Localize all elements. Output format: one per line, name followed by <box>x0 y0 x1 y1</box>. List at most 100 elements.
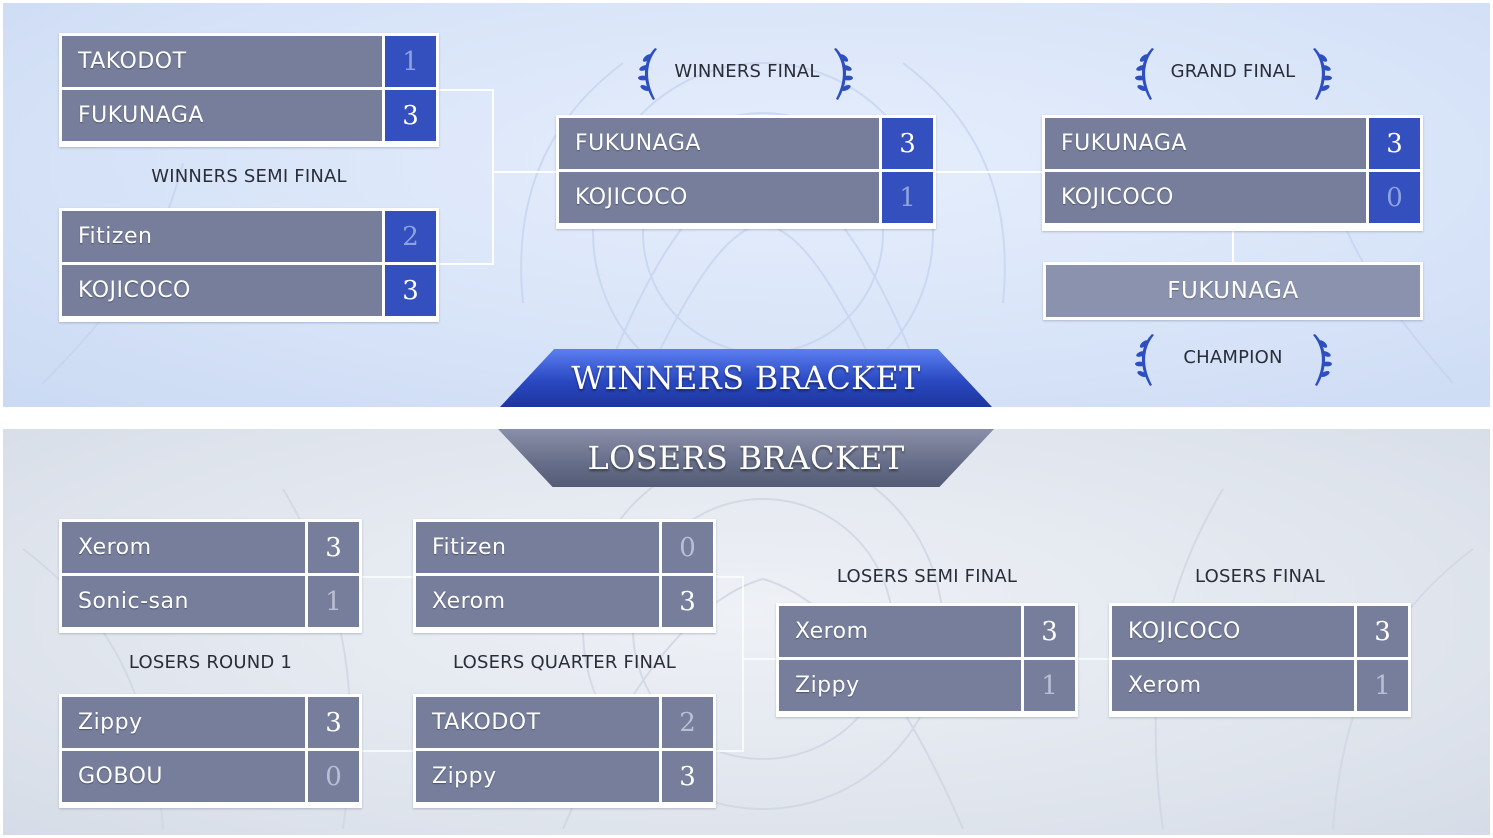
player-row: Xerom 3 <box>779 606 1075 657</box>
player-score: 0 <box>1369 172 1420 223</box>
player-row: TAKODOT 1 <box>62 36 436 87</box>
player-row: Xerom 1 <box>1112 660 1408 711</box>
player-score: 0 <box>308 751 359 802</box>
player-name: Zippy <box>416 751 659 802</box>
player-score: 1 <box>1024 660 1075 711</box>
round-label: GRAND FINAL <box>1170 61 1296 82</box>
losers-quarter-match-1: Fitizen 0 Xerom 3 <box>413 519 716 633</box>
connector-line <box>936 171 1042 173</box>
champion-name: FUKUNAGA <box>1046 265 1420 317</box>
round-label: LOSERS QUARTER FINAL <box>453 652 676 673</box>
laurel-right-icon <box>1313 334 1332 386</box>
connector-line <box>744 658 776 660</box>
player-score: 3 <box>385 265 436 316</box>
losers-bracket-banner: LOSERS BRACKET <box>498 429 994 487</box>
winners-bracket-banner: WINNERS BRACKET <box>500 349 992 407</box>
round-label: WINNERS SEMI FINAL <box>151 166 347 187</box>
player-name: KOJICOCO <box>1045 172 1366 223</box>
losers-quarter-match-2: TAKODOT 2 Zippy 3 <box>413 694 716 808</box>
losers-semi-match: Xerom 3 Zippy 1 <box>776 603 1078 717</box>
losers-round1-match-2: Zippy 3 GOBOU 0 <box>59 694 362 808</box>
champion-box: FUKUNAGA <box>1043 262 1423 320</box>
player-name: KOJICOCO <box>1112 606 1354 657</box>
player-name: TAKODOT <box>62 36 382 87</box>
player-name: Sonic-san <box>62 576 305 627</box>
connector-line <box>494 171 556 173</box>
player-row: FUKUNAGA 3 <box>62 90 436 141</box>
losers-final-match: KOJICOCO 3 Xerom 1 <box>1109 603 1411 717</box>
player-score: 1 <box>385 36 436 87</box>
player-score: 3 <box>882 118 933 169</box>
laurel-right-icon <box>834 48 853 100</box>
player-name: KOJICOCO <box>62 265 382 316</box>
player-row: Zippy 3 <box>416 751 713 802</box>
player-row: KOJICOCO 3 <box>1112 606 1408 657</box>
grand-final-match: FUKUNAGA 3 KOJICOCO 0 <box>1042 115 1423 231</box>
player-row: FUKUNAGA 3 <box>559 118 933 169</box>
connector-line <box>438 263 494 265</box>
player-score: 3 <box>308 697 359 748</box>
round-label: WINNERS FINAL <box>674 61 820 82</box>
player-score: 3 <box>662 576 713 627</box>
player-score: 3 <box>1369 118 1420 169</box>
laurel-left-icon <box>1135 48 1154 100</box>
connector-line <box>716 750 744 752</box>
player-row: KOJICOCO 1 <box>559 172 933 223</box>
player-name: Zippy <box>779 660 1021 711</box>
winners-semi-match-2: Fitizen 2 KOJICOCO 3 <box>59 208 439 322</box>
connector-line <box>362 576 414 578</box>
player-score: 3 <box>385 90 436 141</box>
player-score: 3 <box>1024 606 1075 657</box>
player-row: Xerom 3 <box>62 522 359 573</box>
round-label: LOSERS ROUND 1 <box>128 652 293 673</box>
player-row: Zippy 3 <box>62 697 359 748</box>
connector-line <box>716 576 744 578</box>
round-label: LOSERS SEMI FINAL <box>836 566 1018 587</box>
player-row: TAKODOT 2 <box>416 697 713 748</box>
player-name: Xerom <box>416 576 659 627</box>
player-row: Fitizen 0 <box>416 522 713 573</box>
player-name: Xerom <box>1112 660 1354 711</box>
player-row: Zippy 1 <box>779 660 1075 711</box>
player-name: Fitizen <box>62 211 382 262</box>
player-name: TAKODOT <box>416 697 659 748</box>
connector-line <box>1078 658 1109 660</box>
player-name: GOBOU <box>62 751 305 802</box>
connector-line <box>742 576 744 752</box>
winners-semi-match-1: TAKODOT 1 FUKUNAGA 3 <box>59 33 439 147</box>
player-name: FUKUNAGA <box>559 118 879 169</box>
player-score: 1 <box>308 576 359 627</box>
player-score: 3 <box>308 522 359 573</box>
player-name: KOJICOCO <box>559 172 879 223</box>
laurel-left-icon <box>638 48 657 100</box>
player-score: 3 <box>1357 606 1408 657</box>
player-score: 1 <box>1357 660 1408 711</box>
player-name: Zippy <box>62 697 305 748</box>
player-score: 1 <box>882 172 933 223</box>
player-row: KOJICOCO 0 <box>1045 172 1420 223</box>
player-name: Fitizen <box>416 522 659 573</box>
player-row: KOJICOCO 3 <box>62 265 436 316</box>
player-name: Xerom <box>779 606 1021 657</box>
player-score: 0 <box>662 522 713 573</box>
connector-line <box>362 750 414 752</box>
connector-line <box>492 89 494 265</box>
player-score: 2 <box>662 697 713 748</box>
connector-line <box>1232 230 1234 263</box>
winners-final-match: FUKUNAGA 3 KOJICOCO 1 <box>556 115 936 229</box>
champion-label: CHAMPION <box>1183 347 1283 368</box>
player-row: Sonic-san 1 <box>62 576 359 627</box>
losers-round1-match-1: Xerom 3 Sonic-san 1 <box>59 519 362 633</box>
player-name: Xerom <box>62 522 305 573</box>
player-row: GOBOU 0 <box>62 751 359 802</box>
player-row: Fitizen 2 <box>62 211 436 262</box>
round-label: LOSERS FINAL <box>1195 566 1325 587</box>
player-name: FUKUNAGA <box>1045 118 1366 169</box>
player-score: 2 <box>385 211 436 262</box>
player-score: 3 <box>662 751 713 802</box>
laurel-left-icon <box>1135 334 1154 386</box>
laurel-right-icon <box>1313 48 1332 100</box>
player-row: Xerom 3 <box>416 576 713 627</box>
connector-line <box>438 89 494 91</box>
player-row: FUKUNAGA 3 <box>1045 118 1420 169</box>
